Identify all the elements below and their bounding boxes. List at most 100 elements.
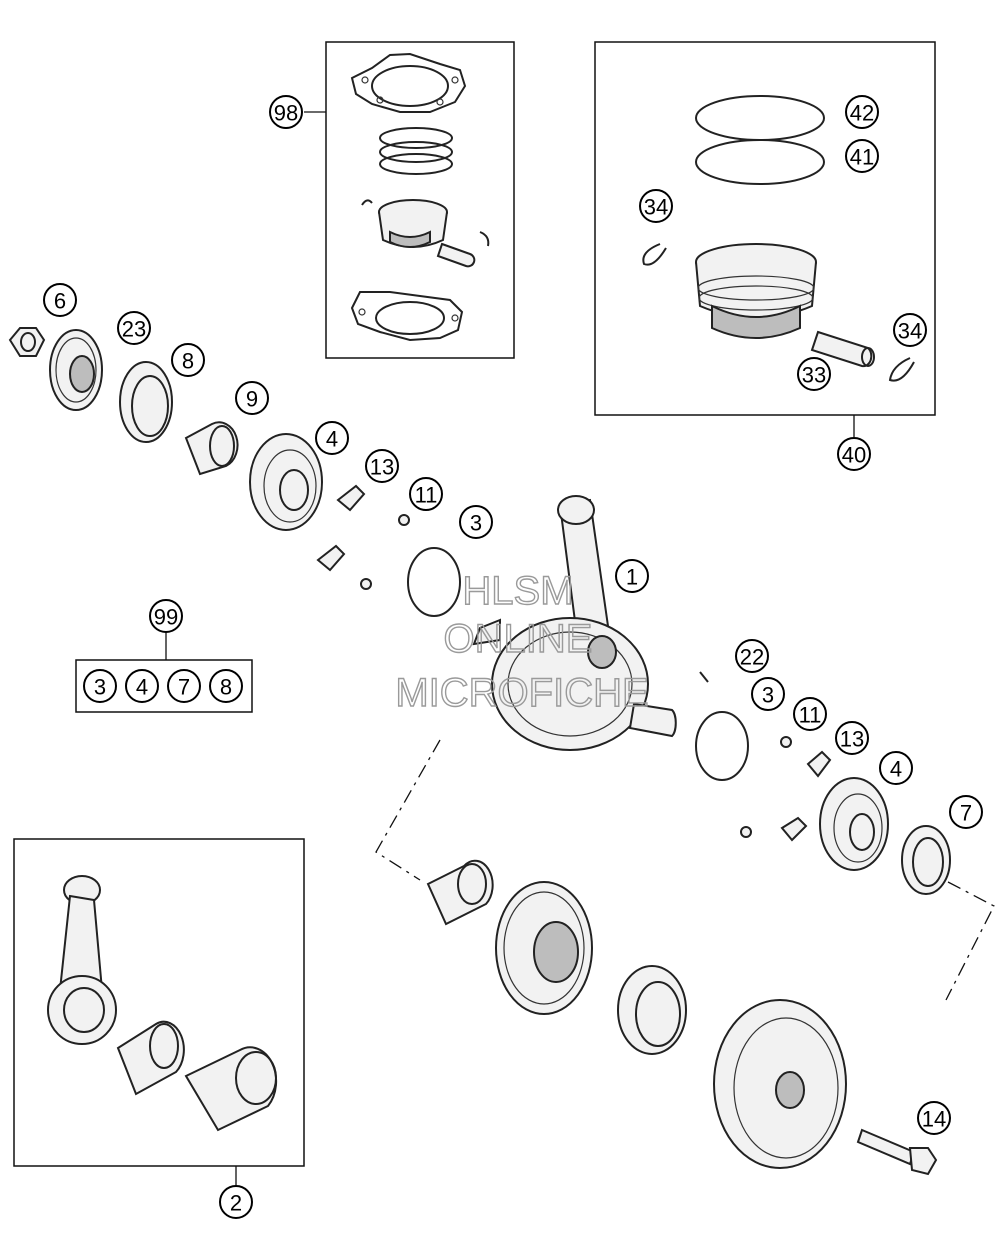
callout-label: 8 (182, 349, 194, 374)
shim-3-left (407, 547, 461, 617)
callout-circle (751, 677, 785, 711)
callout-circle (845, 139, 879, 173)
seal-8 (119, 361, 173, 443)
key-13-left-lower (316, 544, 346, 572)
callout-c13a: 13 (365, 449, 399, 483)
callout-label: 99 (154, 605, 178, 630)
callout-c4b: 4 (879, 751, 913, 785)
callout-c98: 98 (269, 95, 303, 129)
callout-circle (269, 95, 303, 129)
callout-c23: 23 (117, 311, 151, 345)
callout-label: 34 (644, 195, 668, 220)
callout-c1: 1 (615, 559, 649, 593)
callout-circle (793, 697, 827, 731)
callout-circle (879, 751, 913, 785)
bearing-4-right (819, 777, 889, 871)
kit-box-99 (75, 659, 253, 713)
piston-pin (810, 330, 875, 368)
callout-k4: 4 (125, 669, 159, 703)
callout-label: 41 (850, 145, 874, 170)
callout-c3b: 3 (751, 677, 785, 711)
callout-circle (845, 95, 879, 129)
pin-22 (699, 671, 709, 683)
key-13-right-lower (780, 816, 808, 842)
callout-label: 13 (370, 455, 394, 480)
bolt-14 (856, 1128, 938, 1176)
callout-circle (235, 381, 269, 415)
piston-ring-41 (695, 139, 825, 185)
callout-circle (83, 669, 117, 703)
callout-k8: 8 (209, 669, 243, 703)
callout-c40: 40 (837, 437, 871, 471)
callout-circle (835, 721, 869, 755)
callout-c11a: 11 (409, 477, 443, 511)
callout-circle (615, 559, 649, 593)
watermark-line-1: HLSM (462, 569, 573, 613)
piston-small (361, 199, 490, 268)
circlip-34b (888, 357, 915, 382)
callout-label: 98 (274, 101, 298, 126)
callout-circle (43, 283, 77, 317)
callout-c99: 99 (149, 599, 183, 633)
callout-c33: 33 (797, 357, 831, 391)
callout-circle (837, 437, 871, 471)
callout-circle (639, 189, 673, 223)
watermark-line-2: ONLINE (444, 617, 593, 661)
bushing-9 (184, 421, 239, 476)
piston-rings-small (379, 127, 453, 175)
callout-circle (735, 639, 769, 673)
callout-label: 3 (762, 683, 774, 708)
callout-circle (893, 313, 927, 347)
crank-pin (184, 1046, 278, 1132)
shim-3-right (695, 711, 749, 781)
callout-c34b: 34 (893, 313, 927, 347)
screw-11-right-lower (740, 826, 752, 838)
callout-label: 3 (94, 675, 106, 700)
gear-23 (49, 329, 103, 411)
key-13-right-upper (806, 750, 832, 778)
callout-circle (125, 669, 159, 703)
callout-k7: 7 (167, 669, 201, 703)
callout-label: 40 (842, 443, 866, 468)
callout-label: 7 (178, 675, 190, 700)
callout-label: 4 (326, 427, 338, 452)
assembly-axis-line-2 (945, 881, 995, 1001)
starter-gear (495, 881, 593, 1015)
conrod-bearing (116, 1020, 185, 1096)
callout-label: 7 (960, 801, 972, 826)
callout-circle (219, 1185, 253, 1219)
callout-circle (949, 795, 983, 829)
connecting-rod-2 (47, 875, 117, 1045)
callout-circle (149, 599, 183, 633)
kit-box-40 (594, 41, 936, 416)
callout-c41: 41 (845, 139, 879, 173)
kit-box-2 (13, 838, 305, 1167)
watermark-line-3: MICROFICHE (395, 671, 648, 715)
rotor (713, 999, 847, 1169)
callout-c34a: 34 (639, 189, 673, 223)
piston-ring-42 (695, 95, 825, 141)
callout-c3a: 3 (459, 505, 493, 539)
callout-label: 23 (122, 317, 146, 342)
callout-label: 11 (415, 483, 438, 508)
screw-11-left-lower (360, 578, 372, 590)
callout-c22: 22 (735, 639, 769, 673)
callout-label: 14 (922, 1107, 946, 1132)
callout-label: 1 (626, 565, 638, 590)
callout-circle (917, 1101, 951, 1135)
callout-label: 11 (799, 703, 822, 728)
needle-bearing (426, 859, 494, 926)
callout-label: 13 (840, 727, 864, 752)
callout-label: 9 (246, 387, 258, 412)
callout-label: 4 (890, 757, 902, 782)
key-13-left-upper (336, 484, 366, 512)
circlip-34a (642, 243, 667, 266)
screw-11-left-upper (398, 514, 410, 526)
head-gasket (350, 52, 467, 113)
callout-label: 4 (136, 675, 148, 700)
base-gasket (350, 291, 464, 342)
callout-circle (117, 311, 151, 345)
callout-c7: 7 (949, 795, 983, 829)
callout-label: 34 (898, 319, 922, 344)
callout-c2: 2 (219, 1185, 253, 1219)
